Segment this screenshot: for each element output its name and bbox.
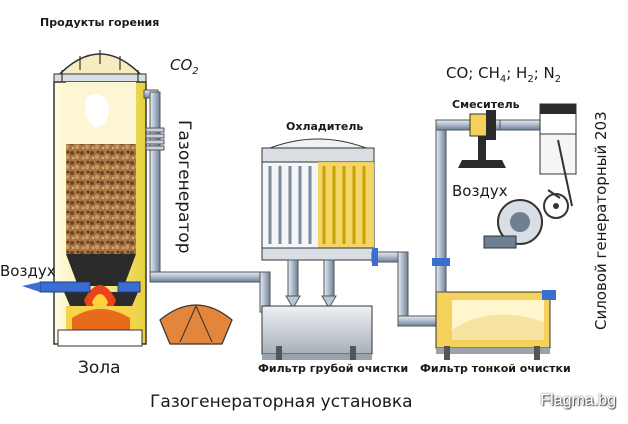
gasifier-column xyxy=(22,50,147,347)
power-generator xyxy=(539,103,577,219)
fine-filter-to-mixer-pipe xyxy=(432,119,517,293)
cooler-to-fine-filter-pipe xyxy=(371,248,437,327)
cooler-label: Охладитель xyxy=(286,120,364,133)
gas-formula: CO; CH4; H2; N2 xyxy=(446,64,562,85)
mixer-unit xyxy=(458,110,541,168)
coarse-filter-label: Фильтр грубой очистки xyxy=(258,362,409,375)
co2-label: CO2 xyxy=(170,56,199,77)
fine-filter-label: Фильтр тонкой очистки xyxy=(420,362,571,375)
power-generator-label: Силовой генераторный 203 xyxy=(592,111,610,330)
gas-generator-label: Газогенератор xyxy=(174,120,194,254)
gas-outlet-pipe xyxy=(143,89,271,313)
air-blower xyxy=(483,199,543,249)
watermark: Flagma.bg xyxy=(540,392,616,409)
coarse-filter xyxy=(261,305,373,360)
cooler-unit xyxy=(261,138,375,309)
ash-label: Зола xyxy=(78,358,121,378)
fine-filter xyxy=(435,290,556,360)
combustion-products-label: Продукты горения xyxy=(40,16,160,29)
plant-title: Газогенераторная установка xyxy=(150,392,413,412)
air-inlet-label: Воздух xyxy=(0,262,56,280)
air-blower-label: Воздух xyxy=(452,182,508,200)
mixer-label: Смеситель xyxy=(452,98,520,111)
ash-collector xyxy=(159,304,233,345)
